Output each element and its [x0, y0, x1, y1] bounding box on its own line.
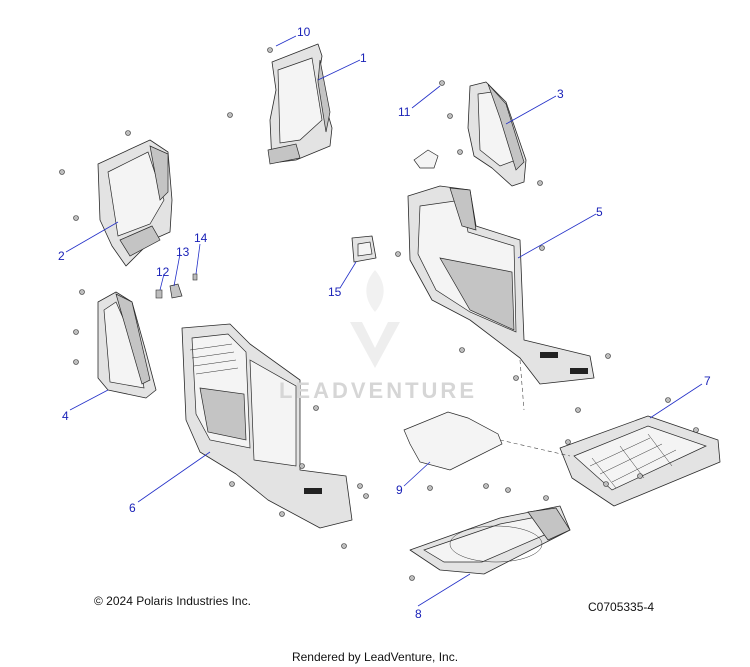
callout-5: 5 [596, 205, 603, 219]
part-8-lower-tray [409, 505, 571, 575]
callout-3: 3 [557, 87, 564, 101]
callout-2: 2 [58, 249, 65, 263]
callout-13: 13 [176, 245, 190, 259]
footer-credit: Rendered by LeadVenture, Inc. [291, 650, 459, 664]
callout-12: 12 [156, 265, 170, 279]
callout-9: 9 [396, 483, 403, 497]
part-2-left-side-panel [97, 139, 173, 267]
part-4-left-lower-panel [97, 291, 157, 399]
part-5-right-side-panel [407, 185, 595, 385]
part-6-main-lower-panel [181, 323, 353, 529]
callout-11: 11 [398, 105, 411, 119]
watermark-text: LEADVENTURE [278, 378, 477, 403]
diagram-id: C0705335-4 [588, 600, 655, 614]
callout-10: 10 [297, 25, 311, 39]
callout-1: 1 [360, 51, 367, 65]
part-7-floor-plate [559, 415, 721, 507]
callout-6: 6 [129, 501, 136, 515]
watermark-logo [350, 270, 400, 368]
callout-14: 14 [194, 231, 208, 245]
copyright-notice: © 2024 Polaris Industries Inc. [94, 594, 251, 608]
parts-12-13-14-clips [155, 273, 198, 299]
part-1-upper-panel [267, 43, 333, 165]
fasteners [59, 47, 699, 581]
part-15-bracket [351, 235, 377, 263]
callouts: 1 2 3 4 5 6 7 8 9 10 11 12 13 14 15 [58, 25, 711, 621]
callout-4: 4 [62, 409, 69, 423]
callout-15: 15 [328, 285, 342, 299]
leader-lines [65, 35, 703, 607]
callout-7: 7 [704, 374, 711, 388]
assembly-lines [499, 359, 571, 457]
callout-8: 8 [415, 607, 422, 621]
part-9-floor-mat [403, 411, 503, 471]
part-3-right-upper-panel [413, 81, 527, 187]
